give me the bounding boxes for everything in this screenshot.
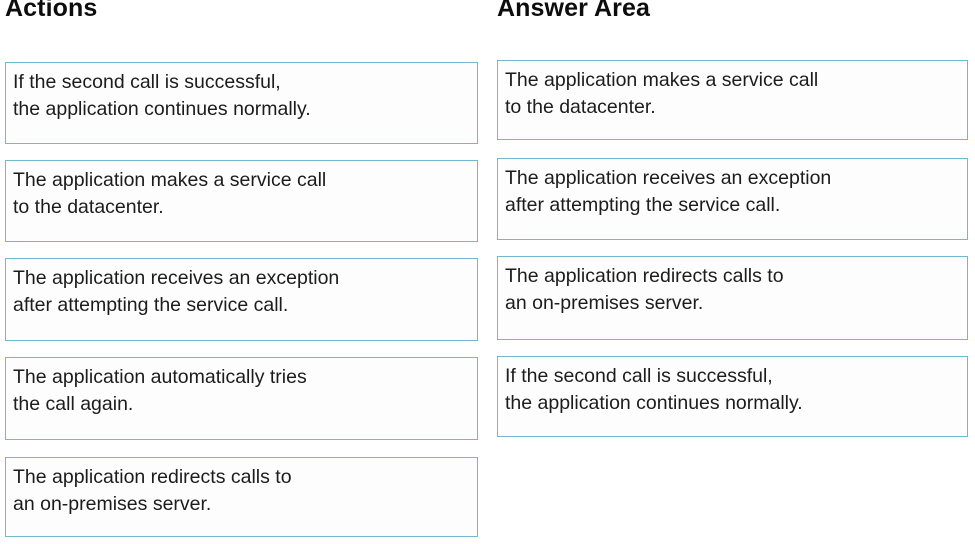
action-item-4-line-2: the call again. <box>13 393 134 415</box>
action-item-3[interactable]: The application receives an exception af… <box>5 258 478 341</box>
actions-heading: Actions <box>5 0 98 22</box>
action-item-3-line-1: The application receives an exception <box>13 267 340 289</box>
answer-item-3-line-2: an on-premises server. <box>505 292 704 314</box>
answer-item-2[interactable]: The application receives an exception af… <box>497 158 968 240</box>
action-item-2[interactable]: The application makes a service call to … <box>5 160 478 242</box>
action-item-1-line-1: If the second call is successful, <box>13 71 281 93</box>
action-item-2-line-2: to the datacenter. <box>13 196 164 218</box>
action-item-5-line-2: an on-premises server. <box>13 493 212 515</box>
action-item-1-line-2: the application continues normally. <box>13 98 311 120</box>
action-item-4-line-1: The application automatically tries <box>13 366 307 388</box>
action-item-5-line-1: The application redirects calls to <box>13 466 292 488</box>
answer-item-4[interactable]: If the second call is successful, the ap… <box>497 356 968 437</box>
answer-item-2-line-2: after attempting the service call. <box>505 194 781 216</box>
answer-item-3-line-1: The application redirects calls to <box>505 265 784 287</box>
action-item-2-line-1: The application makes a service call <box>13 169 327 191</box>
action-item-1[interactable]: If the second call is successful, the ap… <box>5 62 478 144</box>
action-item-4[interactable]: The application automatically tries the … <box>5 357 478 440</box>
action-item-3-line-2: after attempting the service call. <box>13 294 289 316</box>
answer-area-heading: Answer Area <box>497 0 651 22</box>
answer-item-4-line-2: the application continues normally. <box>505 392 803 414</box>
answer-item-1-line-2: to the datacenter. <box>505 96 656 118</box>
answer-item-2-line-1: The application receives an exception <box>505 167 832 189</box>
answer-item-3[interactable]: The application redirects calls to an on… <box>497 256 968 340</box>
answer-item-1[interactable]: The application makes a service call to … <box>497 60 968 140</box>
action-item-5[interactable]: The application redirects calls to an on… <box>5 457 478 537</box>
answer-item-4-line-1: If the second call is successful, <box>505 365 773 387</box>
answer-item-1-line-1: The application makes a service call <box>505 69 819 91</box>
